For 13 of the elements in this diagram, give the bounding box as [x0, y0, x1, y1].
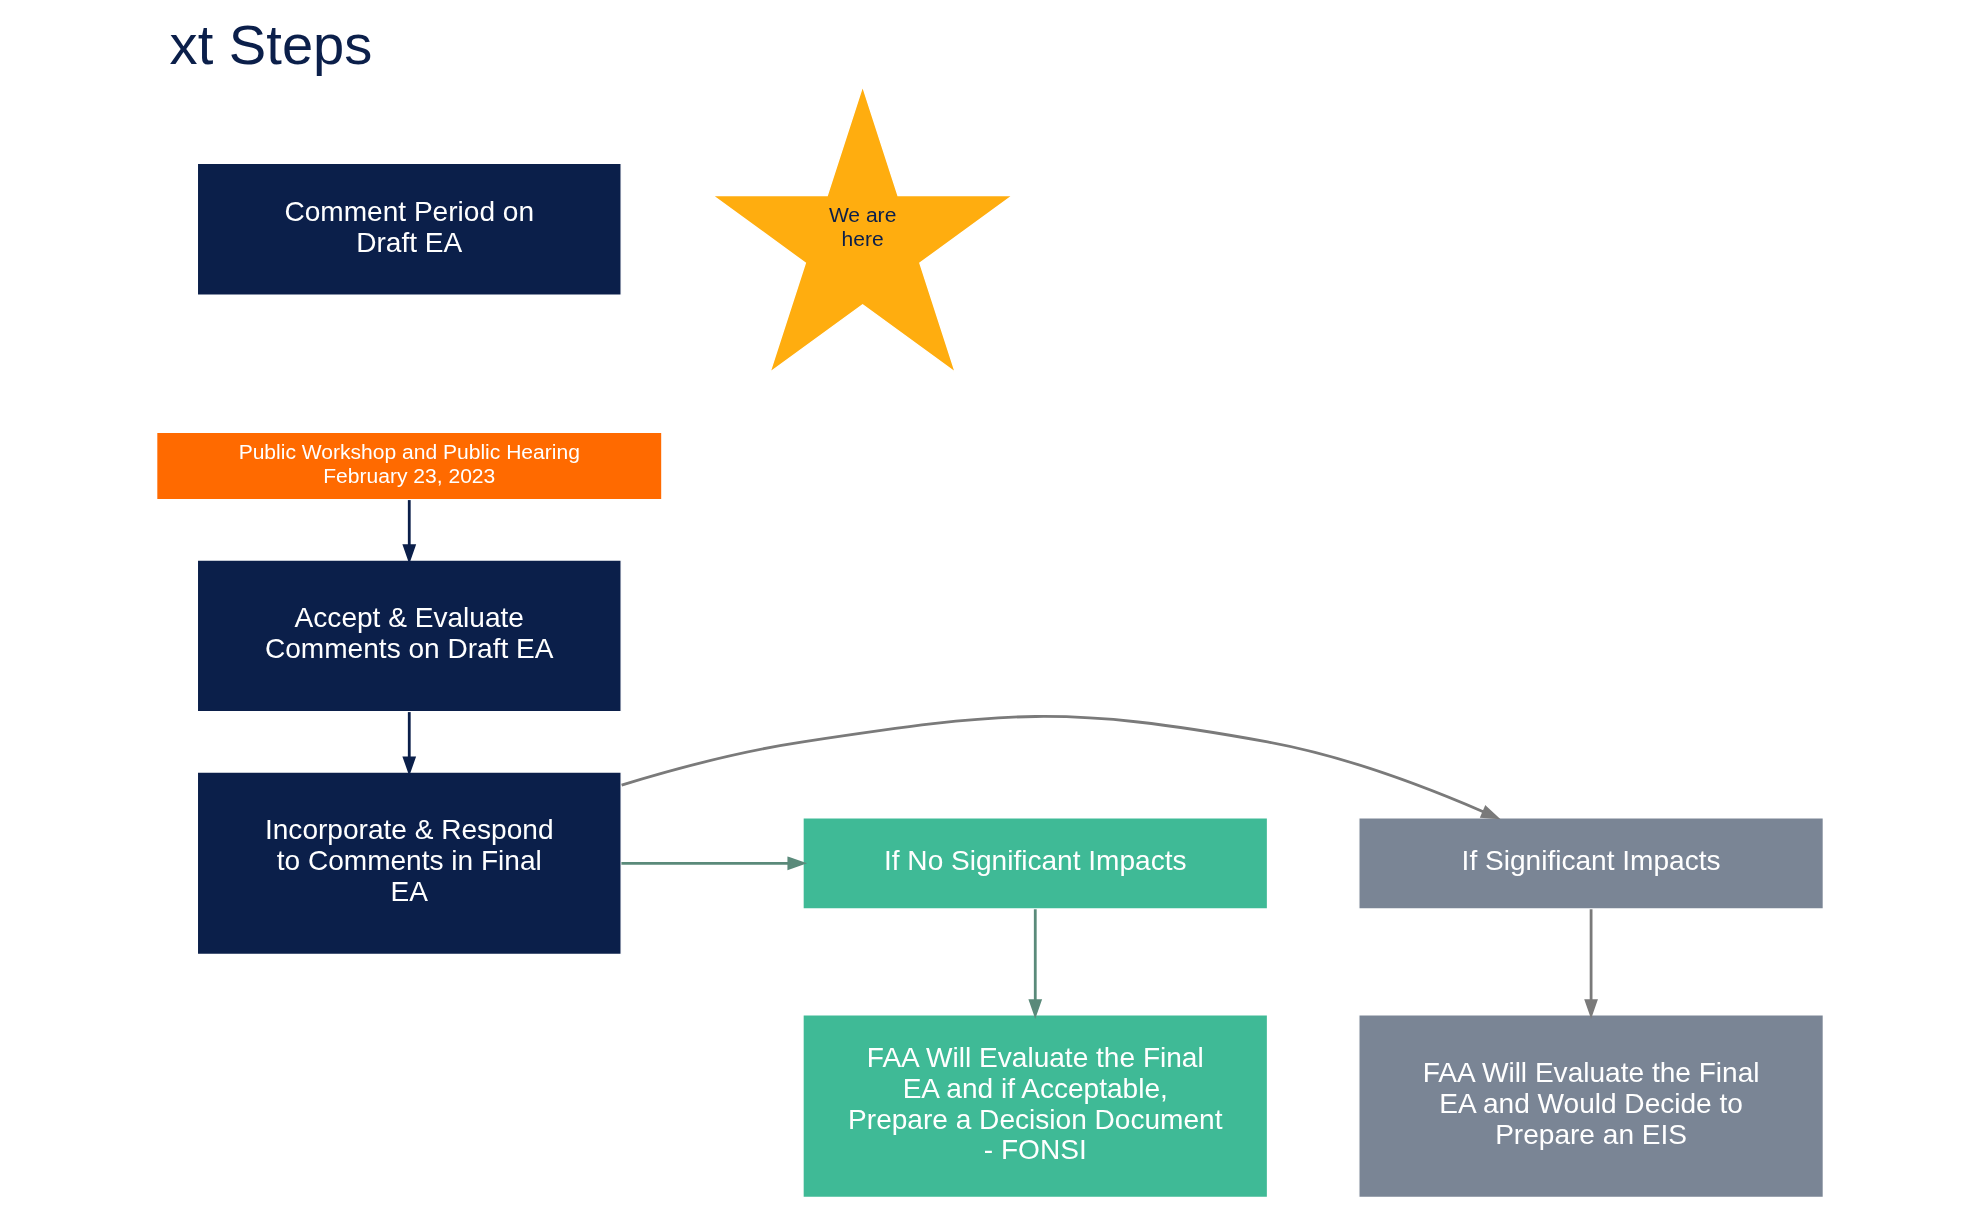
node-box: Public Workshop and Public Hearing February 23, 2023	[155, 431, 663, 501]
node-box: FAA Will Evaluate the Final EA and if Acceptable, Prepare a Decision Document - FONSI	[802, 1014, 1269, 1199]
node-box: Accept & Evaluate Comments on Draft EA	[196, 559, 622, 713]
node-box: Incorporate & Respond to Comments in Final EA	[196, 771, 622, 956]
arrow	[1584, 909, 1598, 1019]
node-box: Comment Period on Draft EA	[196, 162, 622, 296]
arrow	[621, 715, 1501, 820]
arrow	[1028, 909, 1043, 1019]
node-box: If No Significant Impacts	[802, 816, 1269, 910]
node-box: FAA Will Evaluate the Final EA and Would Decide to Prepare an EIS	[1358, 1014, 1825, 1199]
diagram-title: xt Steps	[169, 13, 373, 77]
arrow	[621, 856, 808, 871]
node-box: If Significant Impacts	[1358, 816, 1825, 910]
